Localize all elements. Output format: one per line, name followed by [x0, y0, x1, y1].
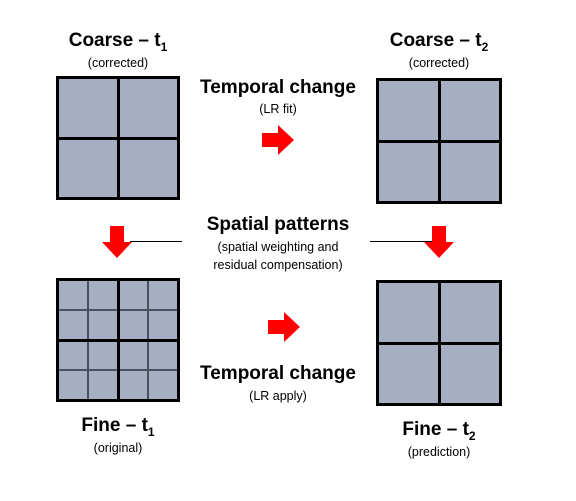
temporal-top-caption: (LR fit): [259, 102, 297, 116]
grid-cell: [119, 341, 177, 399]
grid-cell: [379, 283, 438, 342]
grid-cell: [59, 79, 117, 137]
arrow-down-icon: [102, 226, 132, 258]
fine-t2-caption: (prediction): [407, 445, 471, 459]
coarse-t1-caption: (corrected): [87, 56, 149, 70]
spatial-caption-line1: (spatial weighting and: [217, 240, 339, 254]
fine-t2-title: Fine – t2: [402, 419, 476, 443]
grid-cell: [379, 81, 438, 140]
fine-t1-caption: (original): [93, 441, 143, 455]
grid-cell: [440, 142, 499, 201]
temporal-top-title: Temporal change: [200, 77, 356, 98]
grid-cell: [440, 283, 499, 342]
temporal-bottom-title: Temporal change: [200, 363, 356, 384]
grid-cell: [379, 142, 438, 201]
grid-cell: [59, 139, 117, 197]
connector-line-left: [130, 241, 182, 242]
grid-cell: [119, 79, 177, 137]
temporal-bottom-caption: (LR apply): [249, 389, 307, 403]
grid-cell: [119, 281, 177, 339]
grid-cell: [59, 281, 117, 339]
coarse-t2-title: Coarse – t2: [389, 30, 489, 54]
fine-t1-title: Fine – t1: [81, 415, 155, 439]
spatial-title: Spatial patterns: [206, 214, 350, 235]
grid-cell: [379, 344, 438, 403]
coarse-t1-title: Coarse – t1: [68, 30, 168, 54]
connector-line-right: [370, 241, 432, 242]
grid-cell: [119, 139, 177, 197]
coarse-t2-caption: (corrected): [408, 56, 470, 70]
coarse-t2-grid: [376, 78, 502, 204]
arrow-down-icon: [424, 226, 454, 258]
grid-cell: [440, 81, 499, 140]
arrow-right-icon: [262, 125, 294, 155]
spatial-caption-line2: residual compensation): [213, 258, 343, 272]
arrow-right-icon: [268, 312, 300, 342]
fine-t2-grid: [376, 280, 502, 406]
fine-t1-grid: [56, 278, 180, 402]
coarse-t1-grid: [56, 76, 180, 200]
grid-cell: [440, 344, 499, 403]
grid-cell: [59, 341, 117, 399]
